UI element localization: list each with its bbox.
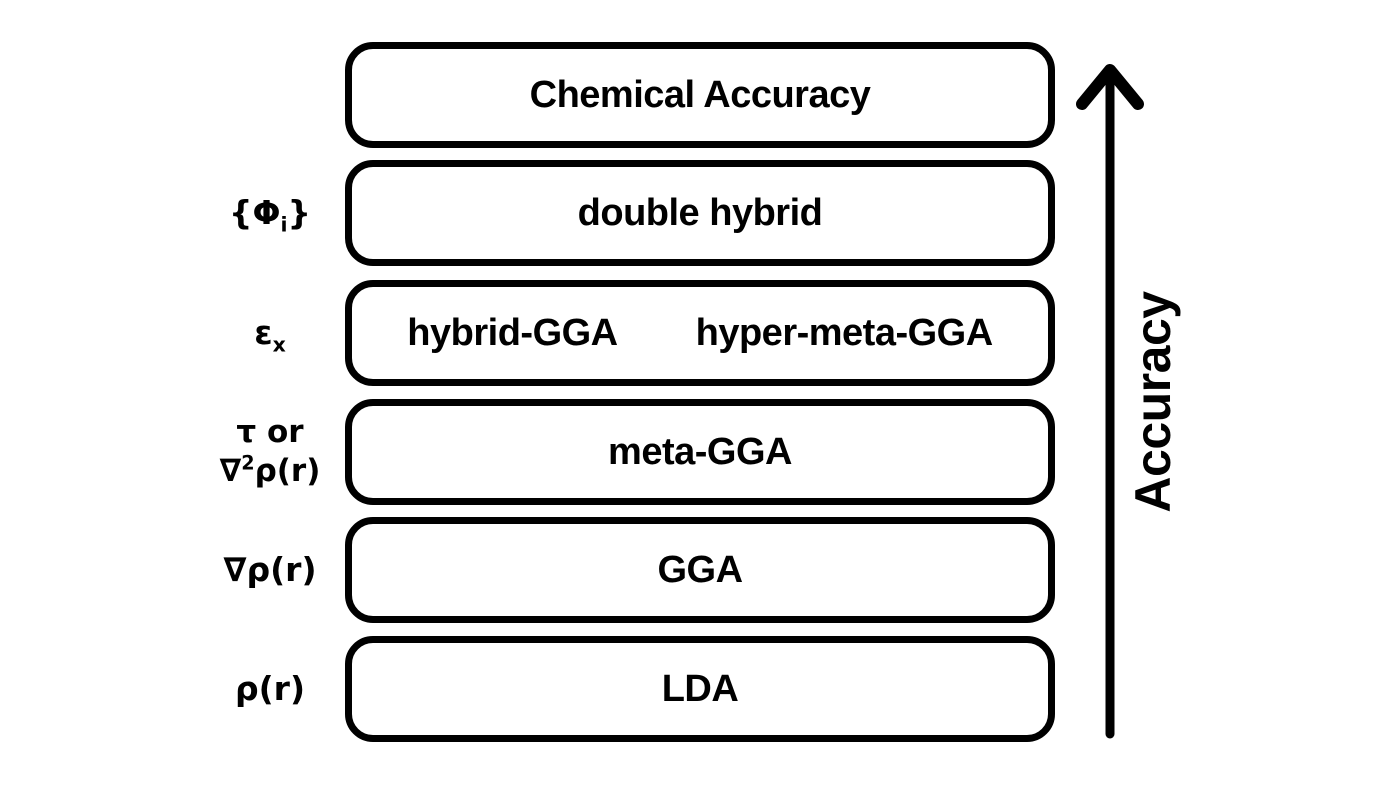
ingredient-epsilon-x: εx — [254, 313, 286, 357]
rung-box-double-hybrid: double hybrid — [345, 160, 1055, 266]
rung-box-chemical-accuracy: Chemical Accuracy — [345, 42, 1055, 148]
rung-label-hyper-meta-gga: hyper-meta-GGA — [695, 311, 994, 354]
accuracy-up-arrow-icon — [1076, 64, 1144, 739]
ingredient-phi-i: {Φi} — [228, 193, 312, 237]
rung-box-meta-gga: meta-GGA — [345, 399, 1055, 505]
rung-label-lda: LDA — [661, 667, 739, 710]
ingredient-label-kinetic-density: τ or ∇2ρ(r) — [170, 399, 370, 505]
rung-label-hybrid-gga: hybrid-GGA — [407, 311, 618, 354]
rung-box-gga: GGA — [345, 517, 1055, 623]
ingredient-laplacian-rho: ∇2ρ(r) — [219, 451, 321, 489]
rung-label-meta-gga: meta-GGA — [608, 430, 792, 473]
accuracy-axis-label: Accuracy — [1125, 291, 1181, 513]
ingredient-label-density: ρ(r) — [170, 636, 370, 742]
ingredient-tau-or: τ or — [236, 414, 304, 451]
ingredient-rho: ρ(r) — [234, 669, 306, 709]
rung-label-gga: GGA — [657, 548, 743, 591]
ingredient-grad-rho: ∇ρ(r) — [223, 550, 317, 590]
ingredient-label-exact-exchange: εx — [170, 280, 370, 386]
rung-label-chemical-accuracy: Chemical Accuracy — [529, 73, 871, 116]
rung-box-lda: LDA — [345, 636, 1055, 742]
rung-box-hybrid-gga: hybrid-GGA hyper-meta-GGA — [345, 280, 1055, 386]
rung-label-double-hybrid: double hybrid — [577, 191, 823, 234]
ingredient-label-density-gradient: ∇ρ(r) — [170, 517, 370, 623]
ingredient-label-orbitals: {Φi} — [170, 160, 370, 266]
